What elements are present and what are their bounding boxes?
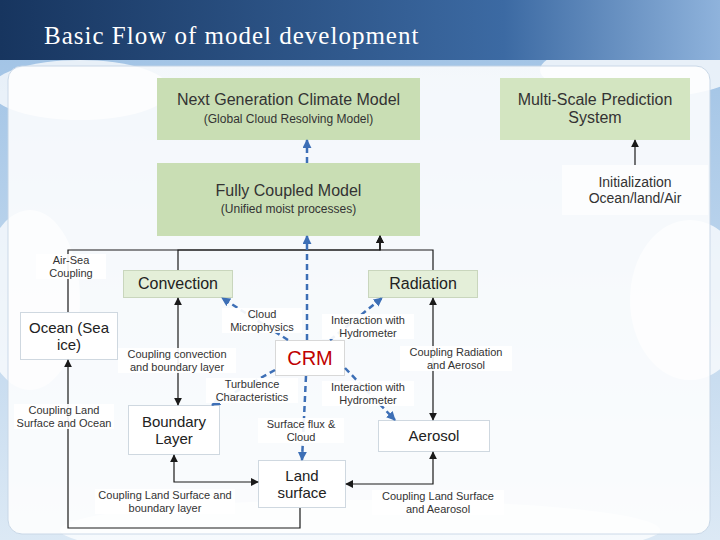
node-title: Ocean (Sea ice): [21, 319, 117, 354]
node-title: Multi-Scale Prediction System: [500, 91, 690, 128]
edge-label: Interaction with Hydrometer: [322, 381, 414, 406]
node-title: Fully Coupled Model: [212, 182, 366, 200]
dashed-arrow: [306, 140, 309, 163]
page-title: Basic Flow of model development: [44, 22, 684, 50]
process-box: Aerosol: [378, 420, 490, 452]
node-title: Initialization Ocean/land/Air: [562, 174, 708, 206]
node-title: Aerosol: [405, 427, 464, 444]
node-title: Convection: [134, 275, 222, 293]
node-subtitle: (Unified moist processes): [217, 200, 360, 217]
process-box: Ocean (Sea ice): [20, 312, 118, 360]
coupling-line: [178, 236, 380, 270]
dashed-arrow: [222, 298, 288, 340]
clouds: [0, 42, 720, 540]
edge-label: Surface flux & Cloud: [258, 418, 344, 443]
dashed-arrow: [345, 368, 395, 420]
model-box: Fully Coupled Model(Unified moist proces…: [157, 163, 420, 236]
edge-label: Turbulence Characteristics: [206, 378, 298, 403]
coupling-line: [346, 452, 433, 484]
coupling-line: [380, 236, 433, 270]
coupling-line: [174, 455, 258, 482]
node-title: Next Generation Climate Model: [173, 91, 404, 109]
edge-label: Air-Sea Coupling: [36, 254, 106, 279]
coupling-line: [432, 298, 433, 420]
coupling-line: [177, 298, 178, 405]
edge-label: Interaction with Hydrometer: [322, 314, 414, 339]
node-title: Land surface: [259, 467, 345, 502]
dashed-arrow: [212, 370, 275, 405]
dashed-arrow: [302, 376, 306, 460]
edge-label: Coupling Radiation and Aerosol: [400, 346, 512, 371]
coupling-line: [68, 236, 380, 312]
dashed-arrow: [306, 236, 309, 340]
process-box: Convection: [123, 270, 233, 298]
node-title: Boundary Layer: [129, 413, 219, 448]
input-box: Initialization Ocean/land/Air: [562, 165, 708, 215]
title-band: [0, 0, 720, 60]
process-box: Land surface: [258, 460, 346, 508]
edge-label: Coupling Land Surface and Ocean: [14, 404, 114, 429]
model-box: Multi-Scale Prediction System: [500, 78, 690, 140]
dashed-arrow: [330, 298, 382, 340]
coupling-line: [68, 360, 300, 528]
coupling-line: [634, 140, 635, 165]
main-panel: [8, 66, 710, 534]
node-title: Radiation: [385, 275, 461, 293]
edge-label: Coupling convection and boundary layer: [118, 348, 236, 373]
node-subtitle: (Global Cloud Resolving Model): [200, 110, 377, 127]
edge-label: Cloud Microphysics: [222, 308, 302, 333]
edge-label: Coupling Land Surface and boundary layer: [95, 489, 235, 514]
core-box: CRM: [275, 340, 345, 376]
process-box: Radiation: [368, 270, 478, 298]
model-box: Next Generation Climate Model(Global Clo…: [157, 78, 420, 140]
edge-label: Coupling Land Surface and Aearosol: [372, 490, 504, 515]
process-box: Boundary Layer: [128, 405, 220, 455]
node-title: CRM: [283, 347, 337, 370]
